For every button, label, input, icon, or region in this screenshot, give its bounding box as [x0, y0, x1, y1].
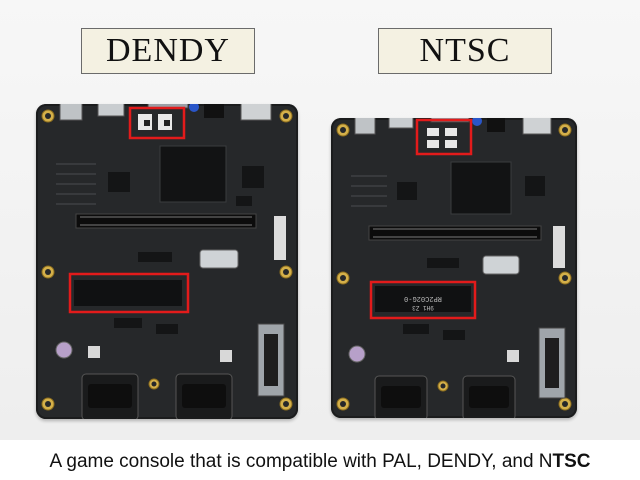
- dendy-pcb-board: [36, 93, 298, 421]
- capacitor: [348, 345, 366, 363]
- board-side-label: [274, 216, 286, 260]
- switch-highlight-box: [128, 106, 186, 140]
- dendy-label-text: DENDY: [106, 32, 230, 69]
- chip-highlight-box: [369, 280, 477, 320]
- ppu-chip: [74, 280, 182, 306]
- board-side-label: [553, 226, 565, 268]
- blue-jack: [472, 116, 482, 126]
- cartridge-slot: [368, 225, 542, 241]
- ntsc-pcb-drawing: RP2C02G-0 9H1 Z3: [336, 107, 572, 421]
- hdmi-port: [97, 99, 125, 117]
- usb-port: [354, 113, 376, 135]
- caption: A game console that is compatible with P…: [0, 444, 640, 480]
- cartridge-slot: [75, 213, 257, 229]
- caption-text: A game console that is compatible with P…: [49, 451, 553, 472]
- switch-highlight-box: [415, 118, 473, 156]
- ppu-chip: [375, 286, 471, 312]
- main-fpga-chip: [450, 161, 512, 215]
- chip-highlight-box: [68, 272, 190, 314]
- ntsc-label: NTSC: [378, 28, 552, 74]
- usb-port: [59, 97, 83, 121]
- blue-jack: [189, 102, 199, 112]
- ntsc-pcb-board: RP2C02G-0 9H1 Z3: [331, 107, 577, 421]
- capacitor: [55, 341, 73, 359]
- main-fpga-chip: [159, 145, 227, 203]
- power-port: [522, 109, 552, 135]
- dendy-label: DENDY: [81, 28, 255, 74]
- crystal-oscillator: [482, 255, 520, 275]
- hdmi-port: [388, 113, 414, 129]
- audio-jack: [204, 100, 224, 118]
- mounting-holes: [41, 109, 293, 411]
- dendy-pcb-drawing: [41, 93, 293, 421]
- caption-bold-text: TSC: [552, 451, 591, 472]
- ppu-chip-subtext: 9H1 Z3: [412, 304, 434, 311]
- ppu-chip-text: RP2C02G-0: [404, 294, 442, 302]
- crystal-oscillator: [199, 249, 239, 269]
- ntsc-label-text: NTSC: [419, 32, 511, 69]
- power-port: [240, 95, 272, 121]
- audio-jack: [487, 114, 505, 132]
